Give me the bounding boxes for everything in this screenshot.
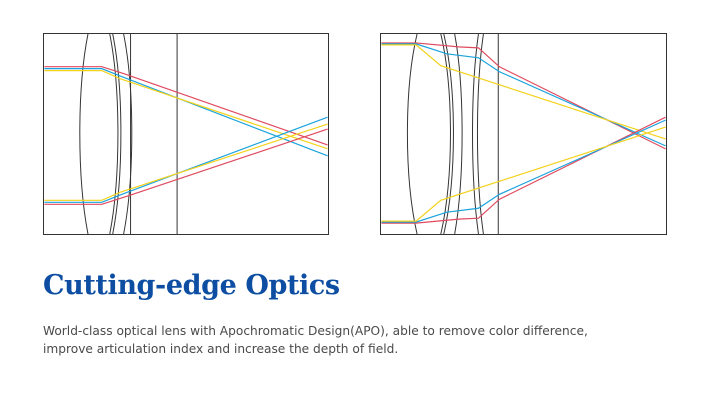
ray-blue-lower [44, 116, 328, 203]
lens-ray-diagram-svg [381, 34, 666, 234]
ray-blue-lower [381, 119, 666, 223]
lens-element-3-back [476, 34, 484, 234]
description-line-2: improve articulation index and increase … [43, 342, 399, 356]
ray-yellow-upper [44, 70, 328, 150]
ray-red-lower [381, 116, 666, 224]
lens-element-2-front [112, 34, 122, 234]
ray-red-upper [44, 66, 328, 146]
section-description: World-class optical lens with Apochromat… [43, 322, 683, 358]
optics-diagram-left [43, 33, 329, 235]
ray-yellow-lower [381, 126, 666, 222]
lens-element-2-back [123, 34, 133, 234]
lens-ray-diagram-svg [44, 34, 328, 234]
lens-element-2-front [443, 34, 454, 234]
optics-diagram-right [380, 33, 667, 235]
description-line-1: World-class optical lens with Apochromat… [43, 324, 588, 338]
lens-element-back [440, 34, 451, 234]
ray-yellow-lower [44, 123, 328, 201]
lens-element-front [79, 34, 89, 234]
ray-blue-upper [44, 68, 328, 157]
section-heading: Cutting-edge Optics [43, 270, 340, 301]
ray-blue-upper [381, 43, 666, 147]
lens-element-2-back [454, 34, 463, 234]
ray-yellow-upper [381, 44, 666, 140]
ray-red-upper [381, 42, 666, 150]
lens-element-front [406, 34, 418, 234]
ray-red-lower [44, 128, 328, 205]
lens-element-back [109, 34, 119, 234]
lens-element-3-front [472, 34, 479, 234]
